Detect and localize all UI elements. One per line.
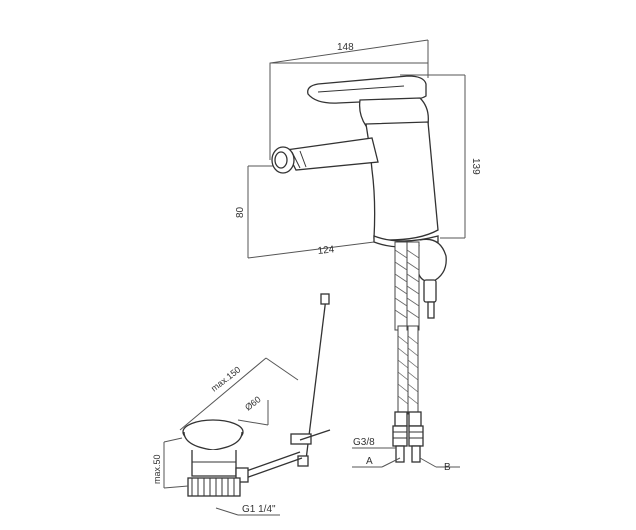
callout-a-label: A xyxy=(366,456,373,467)
dim-hose-thread-label: G3/8 xyxy=(353,437,375,448)
popup-drain xyxy=(163,293,331,516)
dim-spout-height-label: 80 xyxy=(235,206,246,218)
dim-spout-reach-label: 124 xyxy=(317,244,335,257)
dim-drain-width-label: max.150 xyxy=(209,364,242,393)
hose-leaders xyxy=(352,447,460,468)
dim-width-label: 148 xyxy=(337,42,354,53)
dimension-lines xyxy=(247,39,466,259)
supply-hoses xyxy=(392,241,424,463)
dim-height-label: 139 xyxy=(470,158,481,175)
dim-drain-diameter-label: Ø60 xyxy=(243,394,263,412)
lift-rod xyxy=(417,238,447,319)
dim-drain-thread-label: G1 1/4" xyxy=(242,504,276,515)
callout-b-label: B xyxy=(444,462,451,473)
dim-drain-height-label: max.50 xyxy=(152,454,162,484)
faucet-body xyxy=(271,75,439,248)
